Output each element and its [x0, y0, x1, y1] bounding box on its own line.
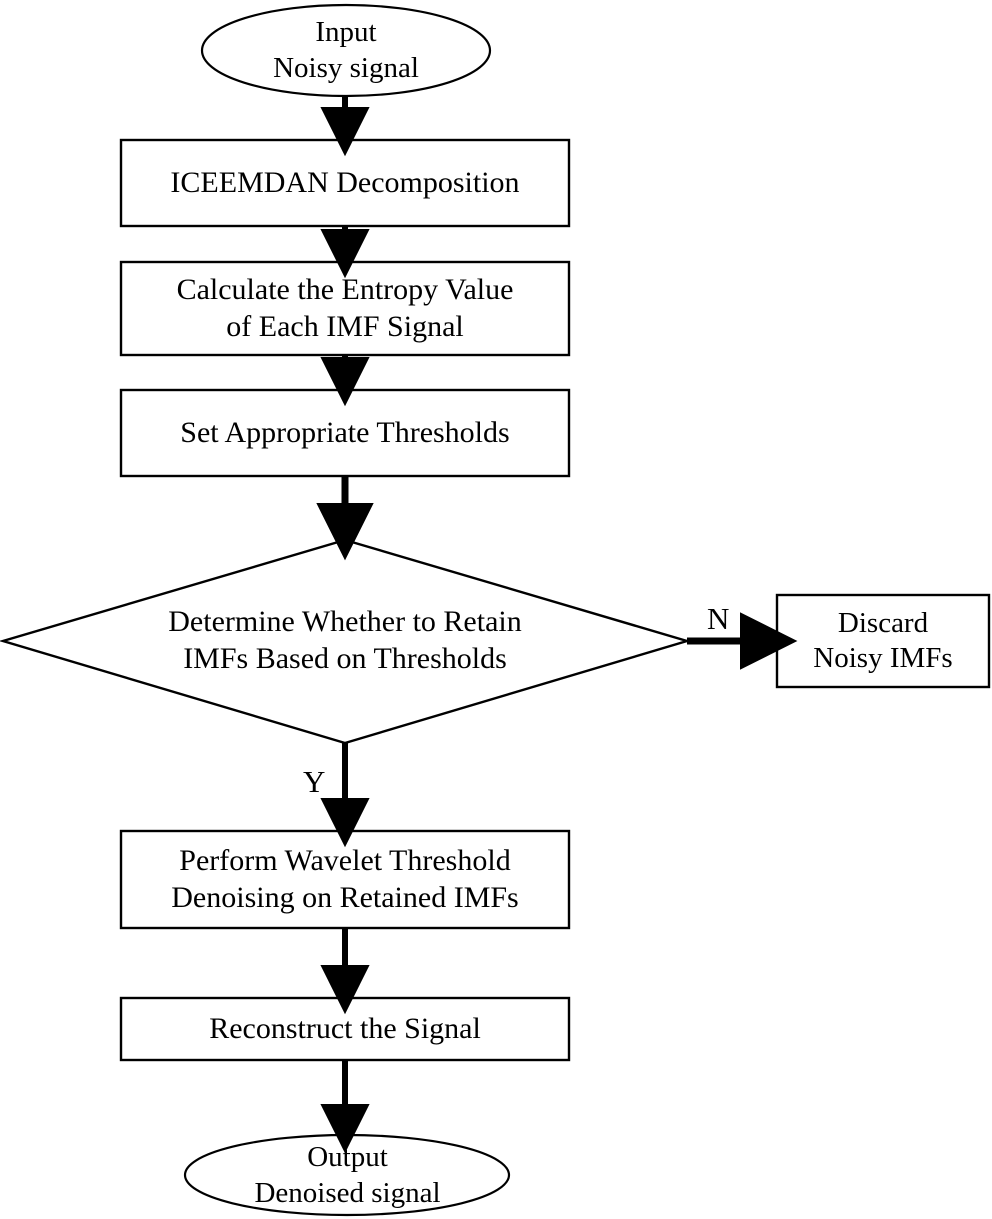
node-wavelet-shape	[119, 829, 571, 930]
node-entropy-shape	[119, 260, 571, 357]
node-thresholds-shape	[119, 388, 571, 478]
node-discard-shape	[775, 593, 991, 689]
node-decomposition-shape	[119, 138, 571, 228]
node-start-shape	[200, 3, 492, 98]
node-end-shape	[183, 1133, 511, 1217]
edge-label-yes: Y	[303, 764, 326, 799]
node-decision-shape	[0, 538, 692, 745]
edge-label-no: N	[707, 601, 730, 636]
node-reconstruct-shape	[119, 996, 571, 1062]
